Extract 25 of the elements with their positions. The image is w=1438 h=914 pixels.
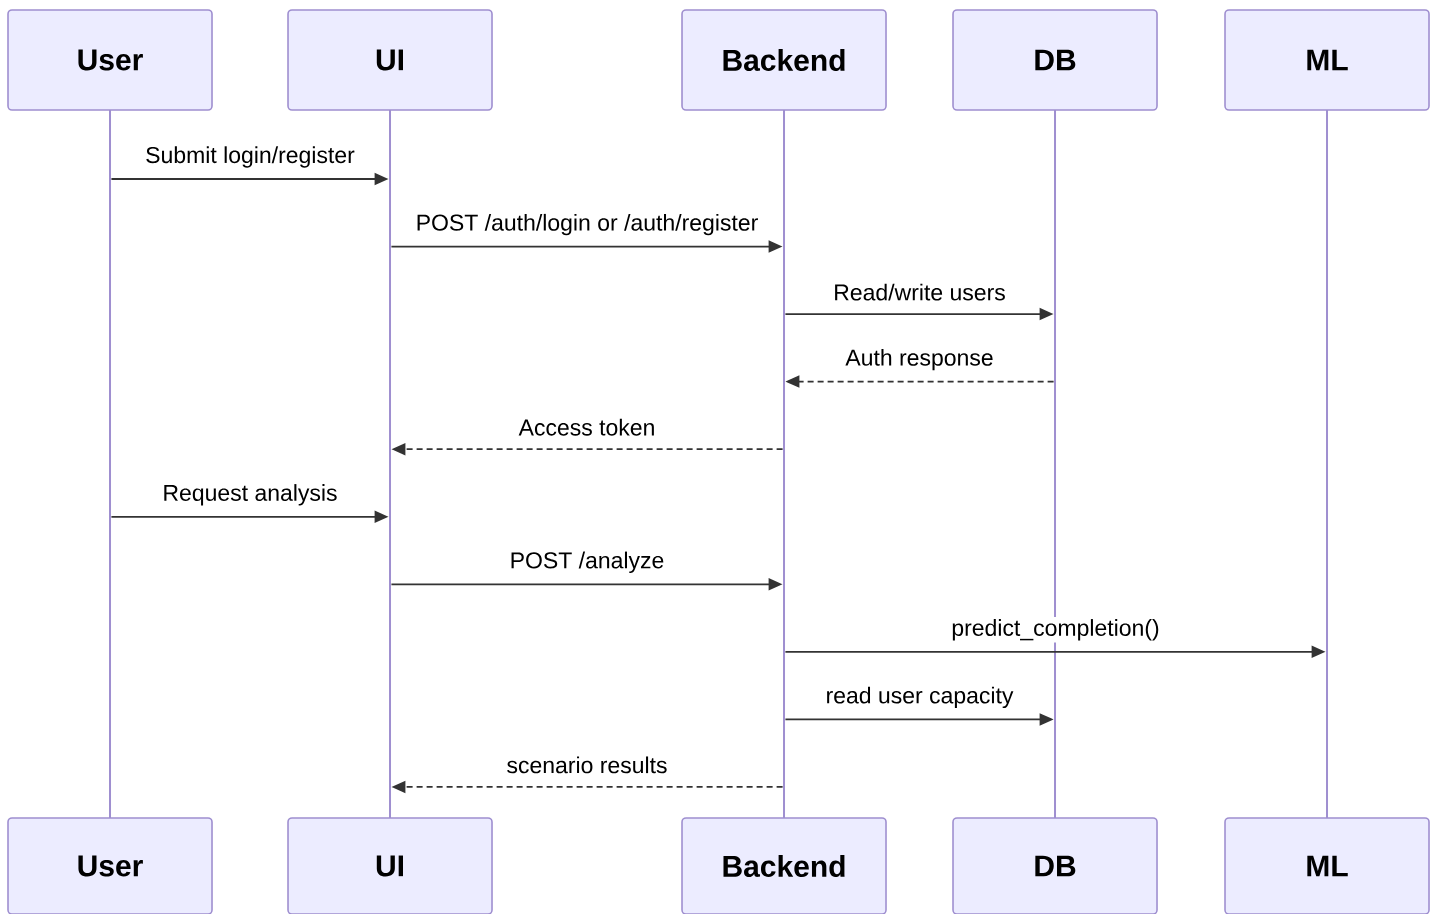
edge-label: Request analysis [160,482,340,508]
actor-box: DB [952,9,1158,111]
edge-label: read user capacity [823,684,1016,711]
edge-label: Submit login/register [143,144,357,170]
actor-box: DB [952,817,1158,914]
edge-label: Auth response [843,346,996,373]
lifeline [389,110,391,818]
actor-box: Backend [681,9,887,111]
edge-label: POST /analyze [507,549,667,575]
lifeline [1326,110,1328,818]
edge-label: Access token [516,416,658,438]
actor-box: ML [1224,817,1430,914]
actor-box: UI [287,817,493,914]
edge-label: scenario results [504,754,670,776]
actor-box: Backend [681,817,887,914]
actor-box: User [7,817,213,914]
actor-box: ML [1224,9,1430,111]
edge-label: POST /auth/login or /auth/register [413,211,761,238]
actor-box: UI [287,9,493,111]
lifeline [783,110,785,818]
lifeline [1054,110,1056,818]
actor-box: User [7,9,213,111]
lifeline [109,110,111,818]
edge-label: Read/write users [831,281,1008,303]
edge-label: predict_completion() [949,617,1162,643]
